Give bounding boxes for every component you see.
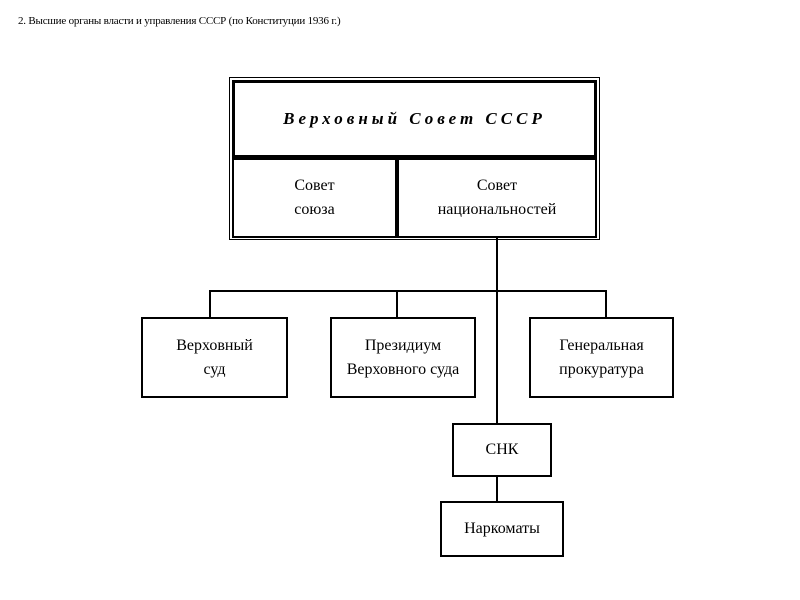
diagram-caption: 2. Высшие органы власти и управления ССС… (18, 15, 341, 27)
soviet-of-union-box: Совет союза (232, 158, 397, 238)
snk-box: СНК (452, 423, 552, 477)
supreme-soviet-outer-frame (229, 77, 600, 240)
prosecutor-general-box: Генеральная прокуратура (529, 317, 674, 398)
soviet-of-nationalities-box: Совет национальностей (397, 158, 597, 238)
supreme-court-box: Верховный суд (141, 317, 288, 398)
presidium-box: Президиум Верховного суда (330, 317, 476, 398)
commissariats-box: Наркоматы (440, 501, 564, 557)
supreme-soviet-box: Верховный Совет СССР (232, 80, 597, 158)
